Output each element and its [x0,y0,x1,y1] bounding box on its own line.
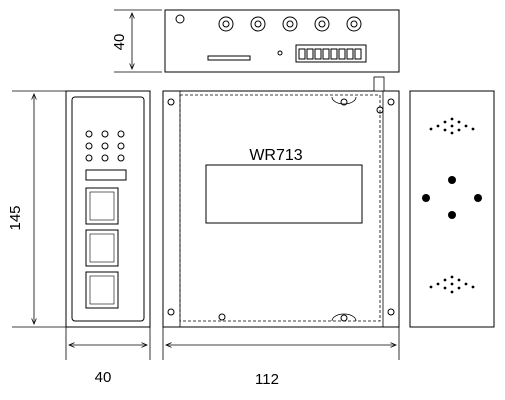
main-view: WR713 112 [162,76,400,388]
led-indicators [85,130,125,162]
mounting-holes [167,98,395,321]
ethernet-port [85,271,119,309]
antenna-connector [218,16,234,32]
antenna-connector [250,16,266,32]
antenna-connector [314,16,330,32]
label-panel [205,164,363,224]
terminal-block [295,44,367,63]
antenna-connector [346,16,362,32]
vent-holes-top [429,117,475,135]
dim-front-width: 40 [95,369,112,386]
ethernet-port [85,229,119,267]
sim-slot [207,55,251,61]
height-dimension: 145 [7,90,66,328]
mounting-screws [422,176,482,219]
dim-side-height: 145 [7,205,24,230]
dim-main-width: 112 [255,371,279,388]
vent-holes-bottom [429,275,475,294]
side-view [409,90,495,328]
antenna-connector [282,16,298,32]
dim-top-height: 40 [111,34,128,51]
model-label: WR713 [249,147,302,164]
top-small-hole [175,14,185,24]
antenna-connectors [218,16,362,32]
top-view: 40 [111,9,400,73]
din-clip [373,76,385,92]
usb-slot [85,169,127,181]
reset-hole [277,50,283,56]
ethernet-port [85,187,119,225]
front-view: 40 [65,90,151,386]
